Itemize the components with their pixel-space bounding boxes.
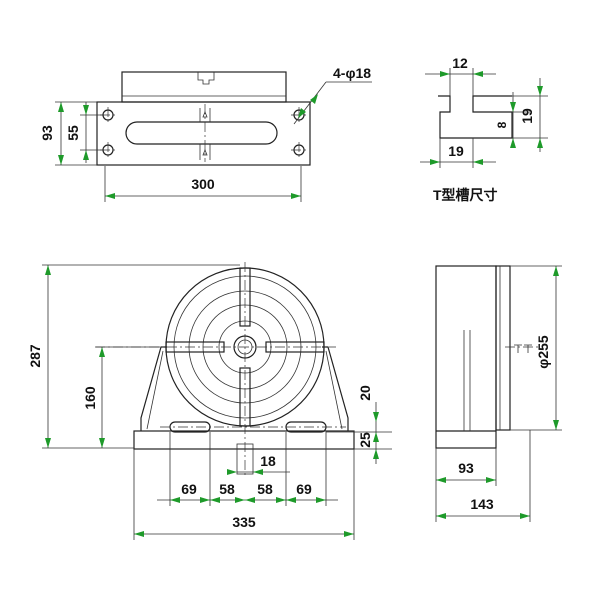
top-table-outline	[121, 71, 287, 103]
t-slot-caption: T型槽尺寸	[433, 187, 498, 203]
dim-287-label: 287	[27, 344, 43, 368]
t-slot-8-label: 8	[495, 121, 509, 128]
hole-note-label: 4-φ18	[333, 65, 371, 81]
t-slot-19h-label: 19	[519, 108, 535, 124]
t-slot-12-label: 12	[452, 55, 468, 71]
dim-69-right-label: 69	[296, 481, 312, 497]
top-long-slot	[125, 121, 278, 145]
t-slot-detail: 12 19 8 19 T型槽尺寸	[420, 55, 548, 203]
dim-160-label: 160	[82, 386, 98, 410]
dim-20-label: 20	[357, 385, 373, 401]
front-pedestal-left	[140, 346, 167, 431]
dim-18-label: 18	[260, 453, 276, 469]
t-slot-19w-label: 19	[448, 143, 464, 159]
side-dim-93-label: 93	[458, 460, 474, 476]
dim-93-label: 93	[39, 125, 55, 141]
dim-phi255-label: φ255	[535, 335, 551, 369]
dim-58-left-label: 58	[219, 481, 235, 497]
side-dim-143-label: 143	[470, 496, 494, 512]
side-table-flange	[495, 265, 511, 431]
dim-335-label: 335	[232, 514, 256, 530]
front-base-plate	[133, 430, 355, 450]
dim-69-left-label: 69	[181, 481, 197, 497]
dim-25-label: 25	[357, 432, 373, 448]
dim-55-label: 55	[65, 125, 81, 141]
side-view: φ255 93 143	[435, 265, 562, 522]
t-slot-profile	[438, 95, 513, 139]
top-base-plate	[96, 101, 311, 166]
dim-58-right-label: 58	[257, 481, 273, 497]
side-main-body	[435, 265, 497, 449]
front-view: 287 160 20 25 18 69 58	[27, 262, 392, 540]
top-view: 300 55 93 4-φ18	[39, 65, 372, 202]
dim-300-label: 300	[191, 176, 215, 192]
front-pedestal-right	[322, 346, 349, 431]
